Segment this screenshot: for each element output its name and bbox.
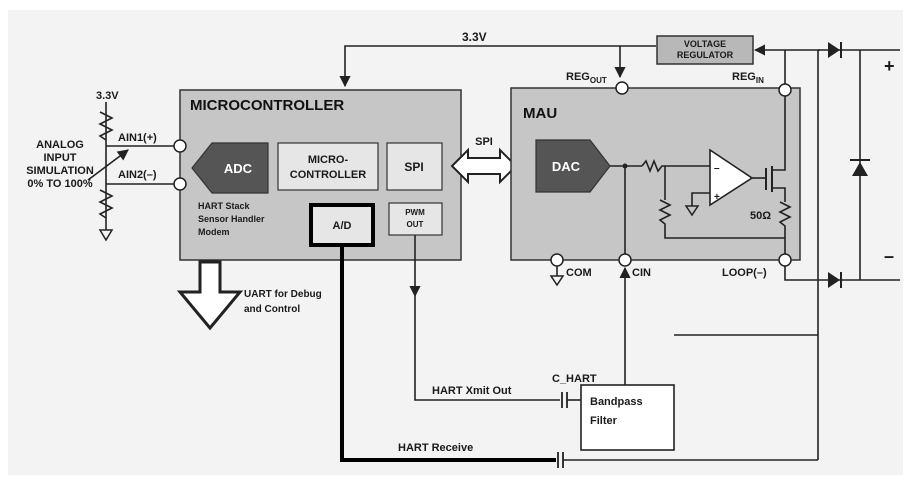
spi-subblock: [386, 142, 443, 191]
fet-drain-wire: [772, 96, 786, 171]
ain2-label: AIN2(–): [118, 169, 157, 181]
opamp-plus: +: [714, 192, 720, 203]
pwm-label-1: PWM: [405, 208, 425, 217]
ain1-label: AIN1(+): [118, 132, 157, 144]
input-resistor: [641, 158, 710, 174]
pot-resistor-top: [98, 111, 114, 141]
pot-wiper-arrow: [87, 149, 129, 181]
opamp-ground-wire: [691, 192, 710, 206]
analog-input-line-2: INPUT: [44, 152, 77, 164]
feedback-resistor: [658, 199, 785, 239]
dac-label: DAC: [552, 159, 581, 174]
microcontroller-title: MICROCONTROLLER: [190, 97, 344, 114]
pot-resistor-bottom: [98, 189, 114, 219]
top-diode-icon: [828, 42, 840, 58]
sense-resistor: [778, 201, 792, 254]
ad-subblock: [309, 203, 375, 247]
voltage-regulator-label-2: REGULATOR: [677, 50, 734, 60]
micro-label-1: MICRO-: [308, 154, 349, 166]
hart-stack-line-3: Modem: [198, 227, 230, 237]
opamp-icon: [709, 148, 754, 207]
cin-pin: [618, 253, 632, 267]
analog-input-line-4: 0% TO 100%: [27, 178, 92, 190]
reg-out-label: REGOUT: [566, 71, 607, 85]
reg-out-pin: [615, 81, 629, 95]
loop-pin: [778, 253, 792, 267]
com-label: COM: [566, 267, 592, 279]
sense-resistor-label: 50Ω: [750, 210, 771, 222]
analog-input-line-1: ANALOG: [36, 139, 84, 151]
uart-label-1: UART for Debug: [244, 289, 322, 300]
c-hart-label: C_HART: [552, 373, 597, 385]
spi-link-label: SPI: [475, 136, 493, 148]
bandpass-filter-block: [580, 384, 675, 451]
com-ground-icon: [549, 275, 565, 287]
hart-stack-line-1: HART Stack: [198, 201, 251, 211]
voltage-regulator-label-1: VOLTAGE: [684, 39, 726, 49]
pwm-subblock: [388, 202, 443, 236]
micro-label-2: CONTROLLER: [290, 169, 366, 181]
left-supply-label: 3.3V: [96, 90, 119, 102]
bandpass-label-1: Bandpass: [590, 396, 643, 408]
bandpass-label-2: Filter: [590, 415, 618, 427]
plus-terminal: +: [884, 56, 895, 76]
left-ground-icon: [98, 229, 114, 242]
adc-block: [191, 142, 269, 194]
opamp-ground-icon: [684, 205, 700, 217]
opamp-minus: –: [714, 163, 720, 174]
ad-label: A/D: [333, 220, 352, 232]
hart-xmit-label: HART Xmit Out: [432, 385, 512, 397]
mau-title: MAU: [523, 105, 557, 122]
supply-bus-wire: [339, 45, 656, 88]
com-pin: [550, 253, 564, 267]
uart-label-2: and Control: [244, 304, 300, 315]
supply-label: 3.3V: [462, 30, 487, 44]
adc-label: ADC: [224, 161, 253, 176]
voltage-regulator-block: [656, 35, 754, 65]
ain1-pin: [173, 139, 187, 153]
micro-controller-subblock: [277, 142, 379, 191]
uart-arrow-icon: [176, 260, 244, 331]
hart-receive-label: HART Receive: [398, 442, 473, 454]
cin-label: CIN: [632, 267, 651, 279]
hart-xmit-wire: [414, 296, 560, 401]
pwm-label-2: OUT: [407, 220, 424, 229]
spi-label: SPI: [404, 160, 423, 174]
analog-input-line-3: SIMULATION: [26, 165, 94, 177]
dac-block: [535, 139, 611, 193]
reg-in-label: REGIN: [732, 71, 764, 85]
ain2-pin: [173, 177, 187, 191]
bottom-diode-icon: [828, 272, 840, 288]
hart-stack-line-2: Sensor Handler: [198, 214, 265, 224]
minus-terminal: –: [884, 246, 894, 266]
loop-label: LOOP(–): [722, 267, 767, 279]
zener-diode-icon: [852, 162, 868, 176]
hart-receive-wire: [340, 245, 556, 462]
reg-in-pin: [778, 83, 792, 97]
fet-source-wire: [772, 187, 786, 202]
